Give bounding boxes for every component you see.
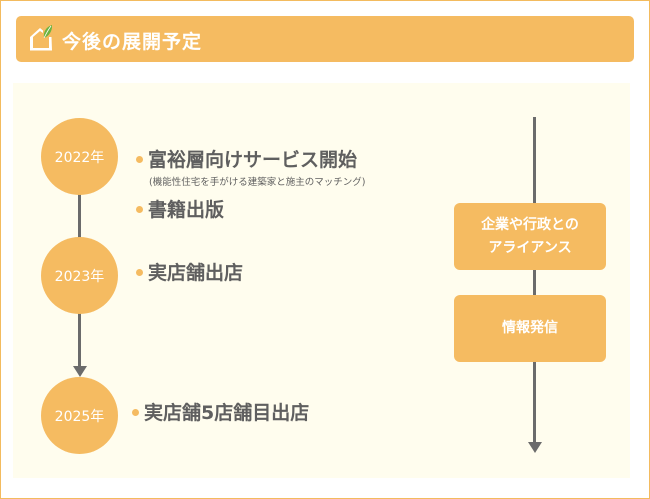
box-text-line: アライアンス	[488, 239, 572, 256]
timeline-item: 実店舗出店	[136, 258, 243, 285]
timeline-item: 書籍出版	[136, 195, 224, 222]
bullet-dot	[136, 269, 143, 276]
timeline-item: 実店舗5店舗目出店	[132, 398, 309, 425]
item-label: 富裕層向けサービス開始	[148, 149, 358, 171]
year-circle-2022: 2022年	[41, 118, 118, 195]
section-header: 今後の展開予定	[16, 16, 634, 62]
item-label: 書籍出版	[148, 199, 225, 221]
ongoing-line	[533, 117, 536, 442]
year-circle-2023: 2023年	[41, 237, 118, 314]
year-circle-2025: 2025年	[41, 377, 118, 454]
timeline-item: 富裕層向けサービス開始	[136, 145, 357, 172]
item-label: 実店舗出店	[148, 262, 244, 284]
item-label: 実店舗5店舗目出店	[144, 402, 310, 424]
timeline-connector	[78, 312, 81, 368]
bullet-dot	[136, 156, 143, 163]
ongoing-arrowhead	[527, 442, 542, 453]
timeline-connector	[78, 190, 81, 240]
ongoing-box-publicity: 情報発信	[454, 295, 606, 362]
box-text-line: 情報発信	[502, 320, 558, 336]
ongoing-box-alliance: 企業や行政との アライアンス	[454, 203, 606, 270]
section-title: 今後の展開予定	[62, 31, 203, 53]
item-note: (機能性住宅を手がける建築家と施主のマッチング)	[149, 177, 366, 188]
timeline-arrowhead	[72, 366, 87, 377]
bullet-dot	[132, 409, 139, 416]
house-leaf-icon	[30, 25, 53, 51]
box-text-line: 企業や行政との	[481, 216, 579, 233]
bullet-dot	[136, 206, 143, 213]
